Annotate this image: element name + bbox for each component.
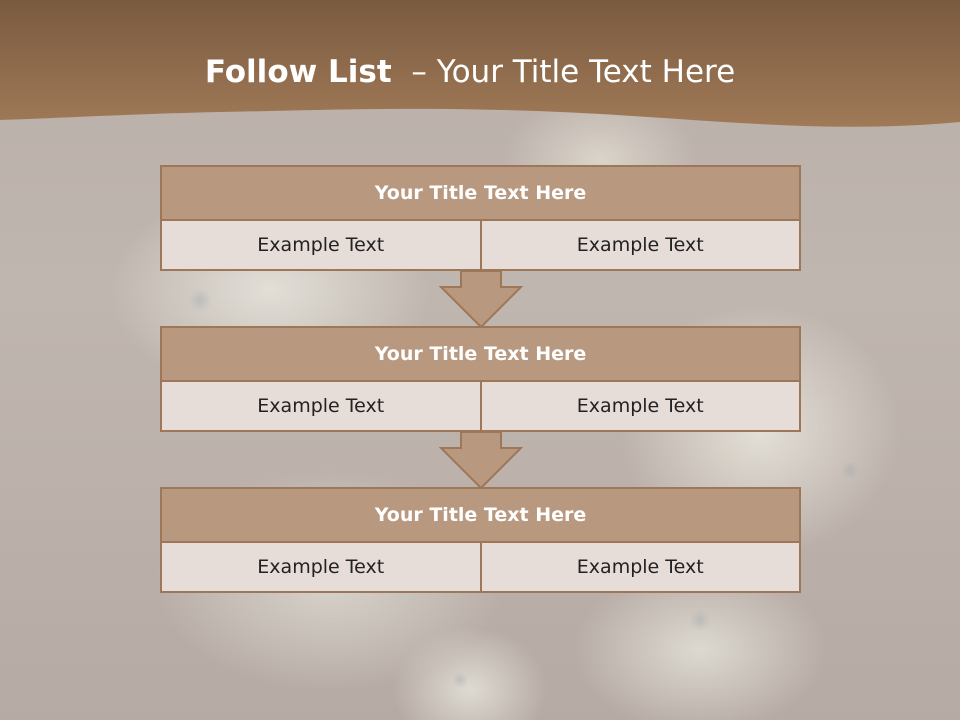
block-cell-left: Example Text xyxy=(160,221,482,271)
header-band xyxy=(0,0,960,127)
list-block-3: Your Title Text Here Example Text Exampl… xyxy=(160,487,801,593)
block-title: Your Title Text Here xyxy=(160,326,801,382)
block-cell-right: Example Text xyxy=(479,221,801,271)
block-title: Your Title Text Here xyxy=(160,165,801,221)
down-arrow-icon xyxy=(439,270,523,328)
block-row: Example Text Example Text xyxy=(160,221,801,271)
block-cell-left: Example Text xyxy=(160,543,482,593)
block-cell-left: Example Text xyxy=(160,382,482,432)
block-title: Your Title Text Here xyxy=(160,487,801,543)
slide-title: Follow List – Your Title Text Here xyxy=(0,54,940,90)
list-block-2: Your Title Text Here Example Text Exampl… xyxy=(160,326,801,432)
block-row: Example Text Example Text xyxy=(160,382,801,432)
block-cell-right: Example Text xyxy=(479,382,801,432)
slide-title-rest: – Your Title Text Here xyxy=(391,54,736,90)
block-cell-right: Example Text xyxy=(479,543,801,593)
slide-title-bold: Follow List xyxy=(204,54,392,90)
block-row: Example Text Example Text xyxy=(160,543,801,593)
list-block-1: Your Title Text Here Example Text Exampl… xyxy=(160,165,801,271)
down-arrow-icon xyxy=(439,431,523,489)
